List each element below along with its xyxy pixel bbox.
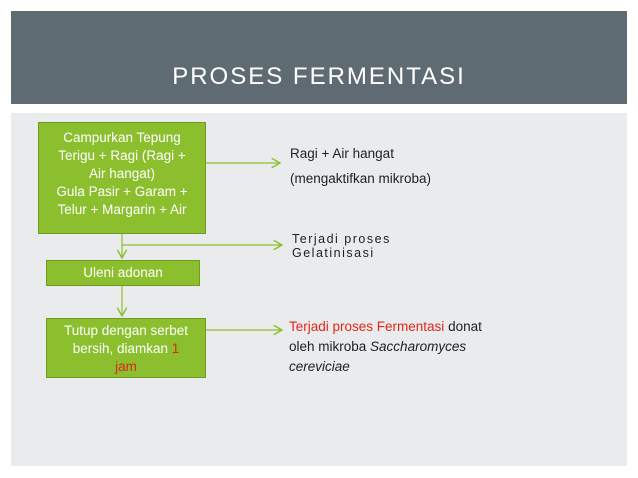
note-3-organism-species: cereviciae [289, 359, 350, 374]
step-1-line-4: Gula Pasir + Garam + [56, 184, 188, 199]
step-1-line-5: Telur + Margarin + Air [57, 202, 187, 217]
slide-title: PROSES FERMENTASI [172, 63, 466, 90]
note-2: Terjadi proses Gelatinisasi [292, 232, 391, 260]
note-3-highlight: Terjadi proses Fermentasi [289, 319, 445, 334]
note-2-line-2: Gelatinisasi [292, 246, 375, 260]
note-3-line-1: Terjadi proses Fermentasi donat [289, 317, 482, 337]
step-1-line-3: Air hangat) [88, 166, 156, 181]
step-1-line-2: Terigu + Ragi (Ragi + [58, 148, 186, 163]
note-3-line-1-rest: donat [444, 319, 482, 334]
step-2-label: Uleni adonan [83, 265, 163, 280]
note-2-line-1: Terjadi proses [292, 232, 391, 246]
step-2-box: Uleni adonan [46, 260, 200, 286]
step-3-duration: 1 [171, 341, 180, 356]
step-1-line-1: Campurkan Tepung [63, 130, 181, 145]
note-1-line-2: (mengaktifkan mikroba) [290, 171, 432, 186]
note-3-line-2-text: oleh mikroba [289, 339, 371, 354]
note-3-line-3: cereviciae [289, 357, 482, 377]
step-3-box: Tutup dengan serbet bersih, diamkan 1 ja… [46, 318, 206, 378]
note-3-organism-genus: Saccharomyces [370, 339, 467, 354]
title-bar: PROSES FERMENTASI [11, 11, 627, 104]
step-3-line-2-text: bersih, diamkan [72, 341, 172, 356]
step-3-line-1: Tutup dengan serbet [63, 323, 189, 338]
note-3: Terjadi proses Fermentasi donat oleh mik… [289, 317, 482, 377]
step-3-line-3: jam [115, 359, 137, 374]
note-1-line-1: Ragi + Air hangat [290, 146, 394, 161]
note-3-line-2: oleh mikroba Saccharomyces [289, 337, 482, 357]
step-3-line-2: bersih, diamkan 1 [47, 340, 205, 358]
step-1-box: Campurkan Tepung Terigu + Ragi (Ragi + A… [38, 122, 206, 234]
